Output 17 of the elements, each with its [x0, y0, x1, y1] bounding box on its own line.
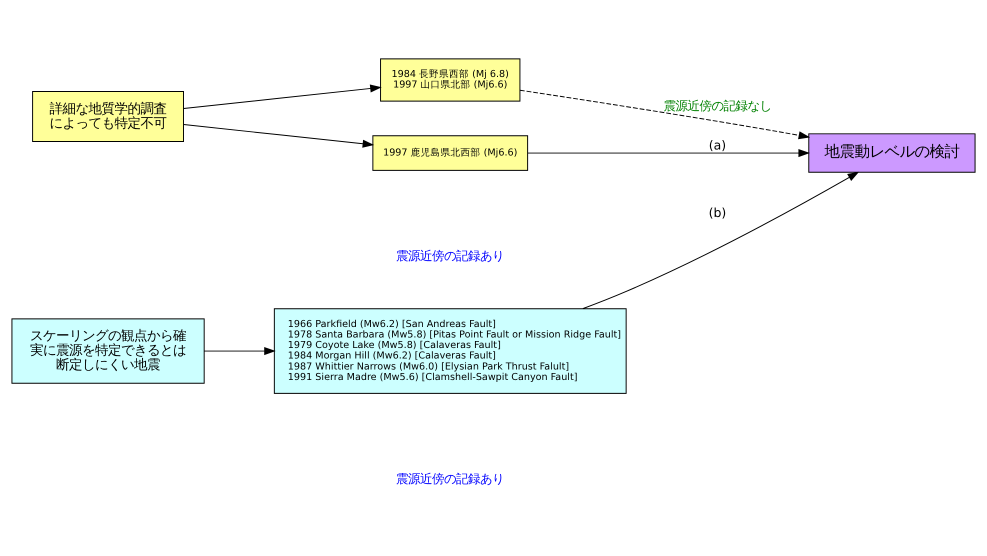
node-box: 地震動レベルの検討 [808, 133, 976, 173]
arrow [520, 90, 810, 140]
arrow [204, 347, 276, 356]
node-box: 1966 Parkfield (Mw6.2) [San Andreas Fault] 1978 Santa Barbara (Mw5.8) [Pitas Point Fault or Mission Ridge Fault] 1979 Coyote Lake (Mw5.8) [Calaveras Fault] 1984 Morgan Hill (Mw6.2) [Calaveras Fault] 1987 Whittier Narrows (Mw6.0) [Elysian Park Thrust Falult] 1991 Sierra Madre (Mw5.6) [Clamshell-Sawpit Canyon Fault] [274, 308, 627, 394]
node-box: 詳細な地質学的調査によっても特定不可 [32, 91, 184, 142]
arrow [582, 172, 860, 310]
node-box: スケーリングの観点から確実に震源を特定できるとは断定しにくい地震 [11, 318, 205, 384]
node-box: 1984 長野県西部 (Mj 6.8) 1997 山口県北部 (Mj6.6) [380, 58, 520, 102]
node-box: 1997 鹿児島県北西部 (Mj6.6) [372, 135, 528, 171]
arrow [183, 84, 382, 109]
edge-label: (a) [708, 138, 726, 153]
arrow [527, 149, 810, 158]
edge-label: (b) [708, 204, 726, 220]
label: 震源近傍の記録あり [396, 471, 504, 486]
arrow [183, 124, 374, 148]
label: 震源近傍の記録あり [396, 248, 504, 264]
edge-label: 震源近傍の記録なし [663, 98, 772, 114]
